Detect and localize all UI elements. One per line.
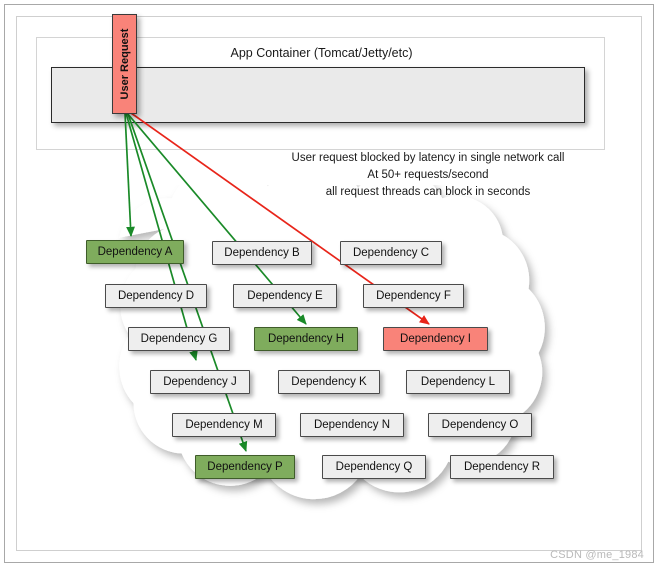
dependency-box-n[interactable]: Dependency N (300, 413, 404, 437)
dependency-box-e[interactable]: Dependency E (233, 284, 337, 308)
dependency-label: Dependency P (207, 461, 283, 473)
caption-line-2: At 50+ requests/second (367, 169, 489, 181)
dependency-box-l[interactable]: Dependency L (406, 370, 510, 394)
app-container-title: App Container (Tomcat/Jetty/etc) (230, 46, 413, 60)
dependency-box-q[interactable]: Dependency Q (322, 455, 426, 479)
dependency-label: Dependency K (291, 376, 367, 388)
dependency-box-b[interactable]: Dependency B (212, 241, 312, 265)
dependency-box-a[interactable]: Dependency A (86, 240, 184, 264)
dependency-box-p[interactable]: Dependency P (195, 455, 295, 479)
dependency-label: Dependency A (97, 246, 173, 258)
dependency-label: Dependency M (185, 419, 263, 431)
caption-line-3: all request threads can block in seconds (325, 186, 531, 198)
dependency-label: Dependency B (224, 247, 300, 259)
dependency-label: Dependency J (163, 376, 237, 388)
dependency-label: Dependency R (463, 461, 541, 473)
dependency-label: Dependency F (376, 290, 451, 302)
dependency-box-d[interactable]: Dependency D (105, 284, 207, 308)
dependency-label: Dependency D (117, 290, 195, 302)
caption-block: User request blocked by latency in singl… (228, 150, 628, 201)
user-request-box[interactable]: User Request (112, 14, 137, 114)
dependency-label: Dependency H (267, 333, 345, 345)
dependency-label: Dependency O (441, 419, 519, 431)
dependency-box-j[interactable]: Dependency J (150, 370, 250, 394)
dependency-box-k[interactable]: Dependency K (278, 370, 380, 394)
watermark-label: CSDN @me_1984 (550, 549, 644, 561)
user-request-label: User Request (118, 28, 131, 100)
dependency-box-i[interactable]: Dependency I (383, 327, 488, 351)
dependency-label: Dependency I (400, 333, 471, 345)
dependency-label: Dependency Q (335, 461, 413, 473)
dependency-label: Dependency G (140, 333, 218, 345)
dependency-box-g[interactable]: Dependency G (128, 327, 230, 351)
dependency-label: Dependency L (420, 376, 496, 388)
caption-line-1: User request blocked by latency in singl… (291, 152, 565, 164)
dependency-label: Dependency N (313, 419, 391, 431)
dependency-label: Dependency E (247, 290, 323, 302)
dependency-box-h[interactable]: Dependency H (254, 327, 358, 351)
dependency-box-m[interactable]: Dependency M (172, 413, 276, 437)
dependency-box-c[interactable]: Dependency C (340, 241, 442, 265)
dependency-box-o[interactable]: Dependency O (428, 413, 532, 437)
dependency-box-f[interactable]: Dependency F (363, 284, 464, 308)
dependency-label: Dependency C (352, 247, 430, 259)
dependency-box-r[interactable]: Dependency R (450, 455, 554, 479)
